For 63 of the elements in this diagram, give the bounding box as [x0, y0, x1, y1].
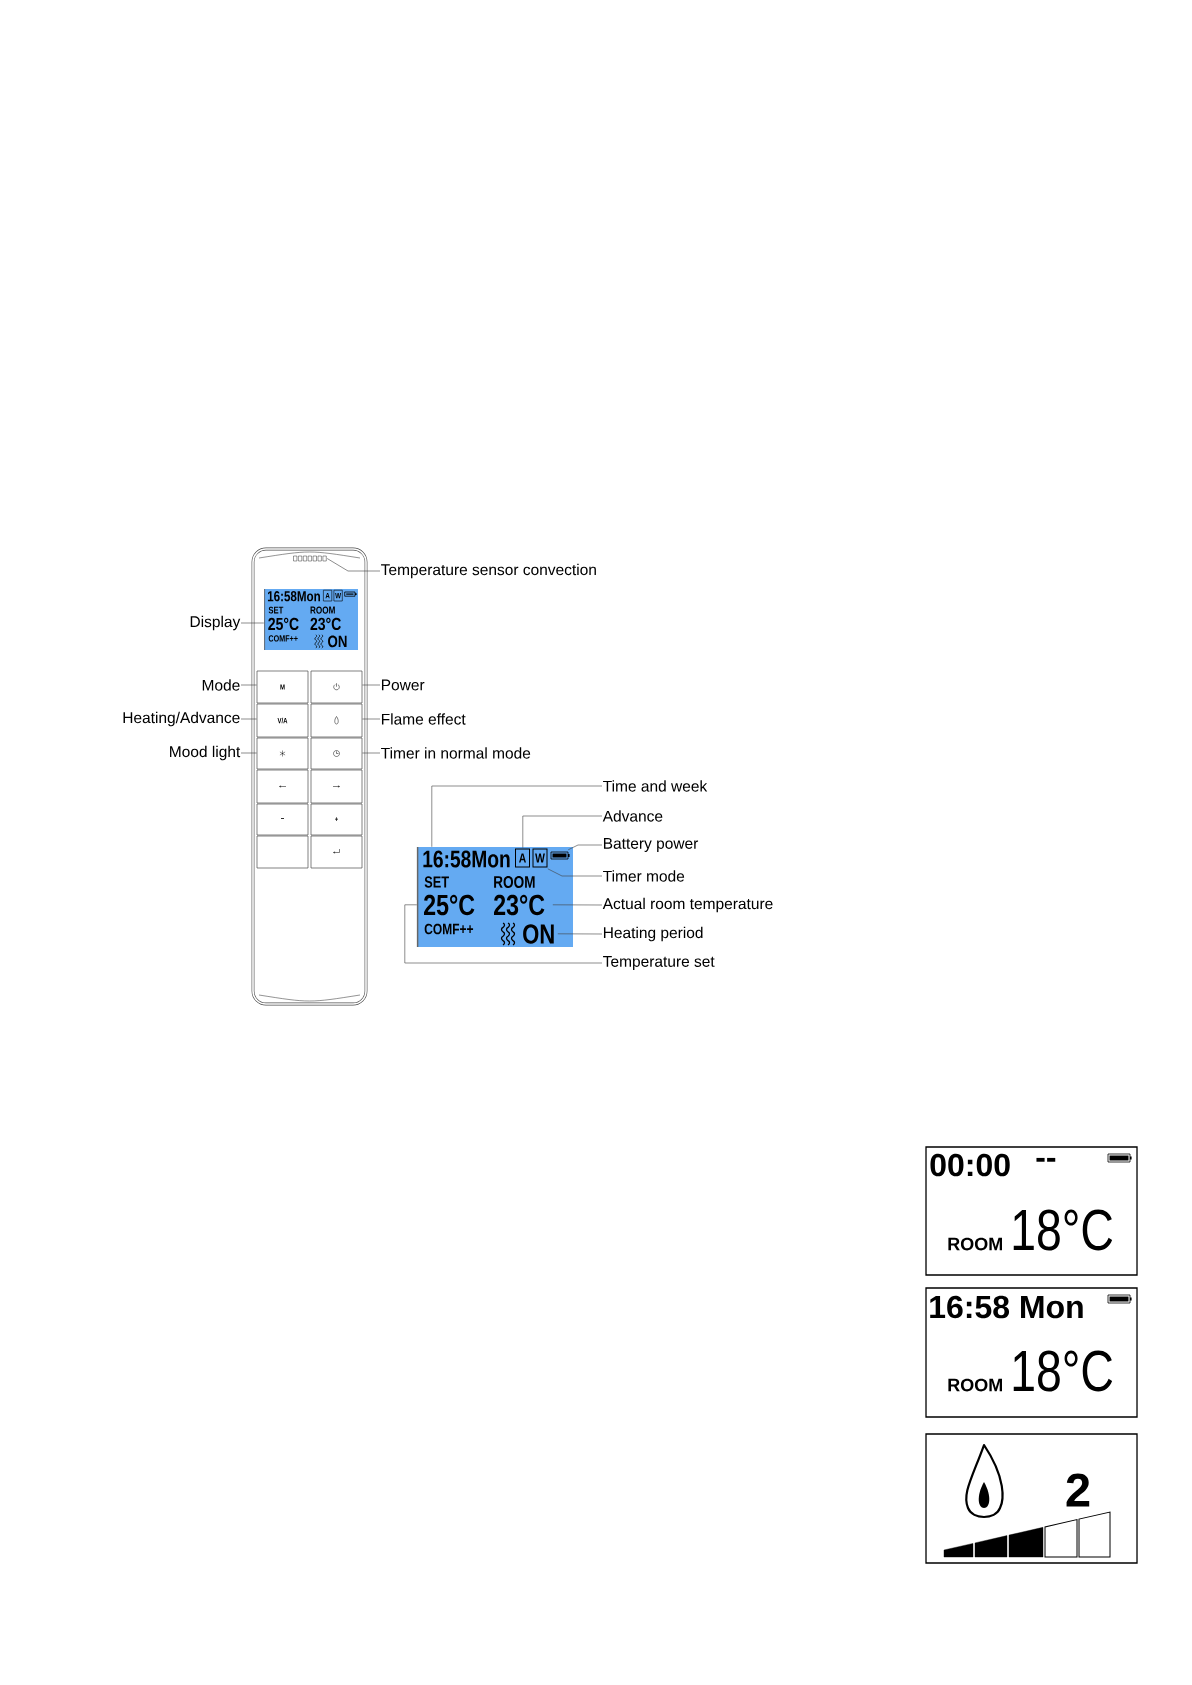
- callout-label: Mood light: [170, 745, 241, 761]
- callout-label: Flame effect: [381, 713, 466, 725]
- leader-line: [552, 904, 603, 906]
- display-readout: 18°C: [1013, 1350, 1113, 1392]
- display-readout: 23°C: [494, 894, 545, 916]
- display-readout: ROOM: [494, 876, 535, 889]
- leader-line: [362, 752, 381, 754]
- callout-label: Heating period: [604, 926, 703, 942]
- display-readout: --: [1036, 1157, 1056, 1162]
- leader-line: [240, 622, 265, 624]
- display-readout: ON: [328, 635, 347, 648]
- display-readout: 23°C: [310, 617, 341, 631]
- remote-button: [256, 737, 309, 770]
- remote-button: [310, 703, 363, 738]
- display-readout: 16:58Mon: [423, 850, 510, 868]
- display-readout: 16:58Mon: [267, 591, 320, 602]
- leader-line: [431, 785, 603, 848]
- callout-label: Display: [190, 615, 241, 631]
- callout-label: Actual room temperature: [602, 897, 773, 913]
- display-readout: COMF++: [424, 923, 474, 935]
- display-readout: ON: [523, 924, 554, 944]
- remote-button: [310, 670, 363, 704]
- callout-label: Battery power: [604, 838, 699, 852]
- leader-line: [240, 718, 257, 720]
- callout-label: Mode: [202, 679, 240, 691]
- leader-line: [557, 933, 603, 935]
- remote-button: [310, 835, 363, 869]
- leader-line: [240, 752, 257, 754]
- display-readout: COMF++: [268, 635, 298, 642]
- leader-line: [404, 904, 603, 964]
- remote-button: [256, 769, 309, 804]
- callout-label: Heating/Advance: [123, 711, 240, 727]
- display-readout: SET: [268, 606, 284, 614]
- remote-button: [310, 769, 363, 804]
- leader-line: [547, 868, 603, 877]
- callout-label: Timer mode: [603, 870, 685, 882]
- callout-label: Temperature sensor convection: [381, 563, 596, 579]
- mode-indicator: W: [532, 848, 548, 868]
- display-readout: ROOM: [948, 1237, 1002, 1251]
- display-readout: ROOM: [948, 1378, 1002, 1392]
- display-readout: 00:00: [930, 1153, 1010, 1177]
- leader-line: [240, 684, 257, 686]
- display-readout: 2: [1066, 1473, 1090, 1507]
- callout-label: Temperature set: [603, 956, 715, 970]
- display-readout: 25°C: [268, 617, 299, 631]
- sensor-holes: [293, 555, 327, 562]
- mode-indicator: A: [515, 848, 530, 868]
- leader-line: [326, 558, 381, 572]
- display-readout: ROOM: [310, 606, 335, 614]
- leader-line: [362, 718, 381, 720]
- leader-line: [362, 684, 381, 686]
- callout-label: Timer in normal mode: [381, 747, 531, 759]
- callout-label: Advance: [602, 810, 663, 822]
- remote-button: [256, 835, 309, 869]
- leader-line: [567, 844, 603, 851]
- display-readout: 16:58 Mon: [930, 1295, 1083, 1319]
- display-readout: 25°C: [424, 894, 475, 916]
- display-readout: SET: [424, 876, 449, 888]
- callout-label: Power: [381, 679, 425, 691]
- callout-label: Time and week: [603, 780, 708, 792]
- leader-line: [522, 815, 603, 849]
- display-readout: 18°C: [1013, 1209, 1113, 1251]
- remote-button: [310, 737, 363, 770]
